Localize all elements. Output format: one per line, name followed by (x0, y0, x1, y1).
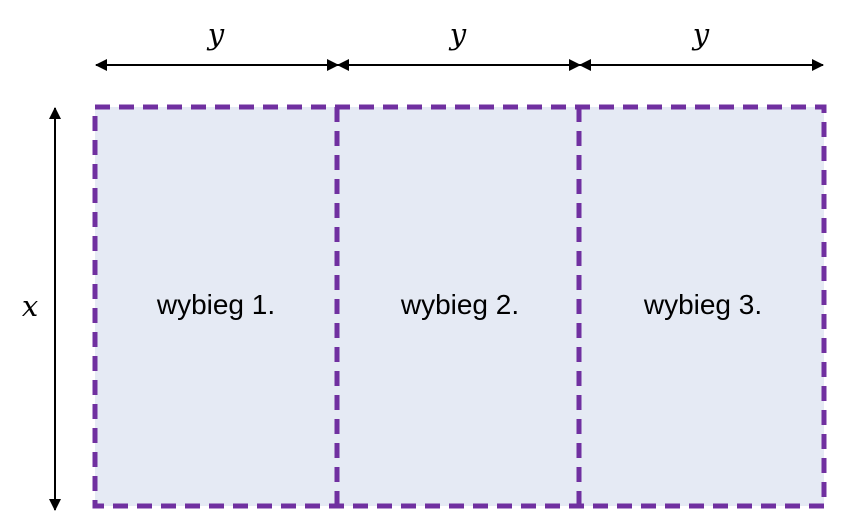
pen-label-2: wybieg 2. (400, 289, 519, 320)
enclosure-fill (95, 107, 824, 506)
pen-label-1: wybieg 1. (156, 289, 275, 320)
width-label-3: y (691, 17, 710, 51)
height-label: x (22, 289, 38, 323)
width-label-1: y (206, 17, 225, 51)
width-label-2: y (448, 17, 467, 51)
enclosure-border (92, 104, 827, 509)
pen-label-3: wybieg 3. (643, 289, 762, 320)
